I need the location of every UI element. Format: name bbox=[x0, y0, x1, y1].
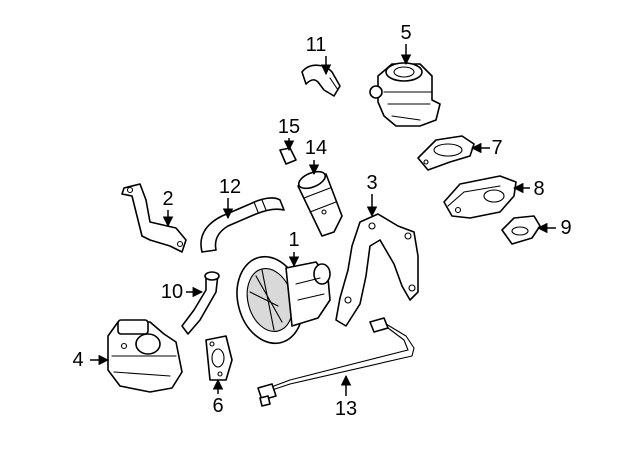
part-4-valve-body[interactable] bbox=[107, 319, 183, 393]
part-1-air-pump[interactable] bbox=[228, 249, 331, 351]
callout-10: 10 bbox=[161, 281, 204, 303]
callout-15: 15 bbox=[278, 116, 300, 152]
part-7-gasket[interactable] bbox=[417, 135, 475, 171]
part-8-flange[interactable] bbox=[443, 175, 517, 219]
part-9-gasket[interactable] bbox=[501, 215, 541, 245]
callout-6: 6 bbox=[212, 378, 224, 417]
callout-12-label: 12 bbox=[219, 176, 241, 198]
callout-2: 2 bbox=[162, 188, 174, 228]
callout-13-label: 13 bbox=[335, 398, 357, 420]
part-14-filter[interactable] bbox=[296, 168, 343, 237]
callout-4-label: 4 bbox=[72, 349, 83, 371]
callout-8: 8 bbox=[512, 178, 545, 200]
callout-12: 12 bbox=[219, 176, 241, 220]
callout-7: 7 bbox=[470, 137, 503, 159]
callout-1: 1 bbox=[288, 229, 300, 268]
part-13-sensor[interactable] bbox=[257, 317, 415, 407]
callout-11-label: 11 bbox=[306, 34, 327, 56]
part-15-fitting[interactable] bbox=[279, 147, 297, 165]
part-6-gasket[interactable] bbox=[205, 335, 233, 381]
callout-13: 13 bbox=[335, 374, 357, 420]
callout-3: 3 bbox=[366, 172, 378, 218]
callout-8-label: 8 bbox=[533, 178, 544, 200]
callout-6-label: 6 bbox=[212, 395, 223, 417]
callout-11: 11 bbox=[306, 34, 332, 76]
callout-1-label: 1 bbox=[288, 229, 299, 251]
part-5-valve[interactable] bbox=[369, 62, 441, 127]
callout-15-label: 15 bbox=[278, 116, 300, 138]
part-2-bracket[interactable] bbox=[121, 183, 187, 253]
part-12-hose[interactable] bbox=[200, 197, 285, 253]
callout-2-label: 2 bbox=[162, 188, 173, 210]
callout-7-label: 7 bbox=[491, 137, 502, 159]
callout-9: 9 bbox=[536, 217, 572, 239]
callout-10-label: 10 bbox=[161, 281, 183, 303]
callout-5: 5 bbox=[400, 22, 412, 66]
part-11-hose[interactable] bbox=[301, 64, 341, 97]
part-10-hose[interactable] bbox=[181, 271, 220, 335]
callout-3-label: 3 bbox=[366, 172, 377, 194]
callout-4: 4 bbox=[72, 349, 110, 371]
callout-14-label: 14 bbox=[305, 137, 327, 159]
callout-9-label: 9 bbox=[560, 217, 571, 239]
part-3-bracket[interactable] bbox=[335, 213, 419, 327]
callout-5-label: 5 bbox=[400, 22, 411, 44]
callout-14: 14 bbox=[305, 137, 327, 176]
